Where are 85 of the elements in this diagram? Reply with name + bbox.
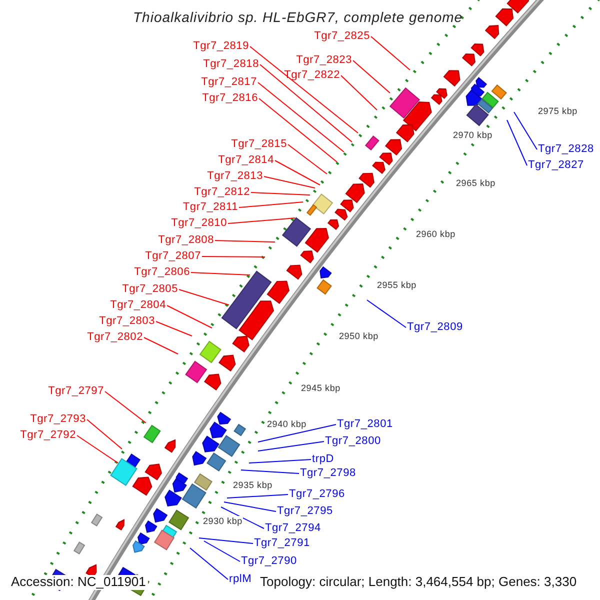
- leader-line: [240, 470, 300, 474]
- gene-label: rplM: [229, 573, 252, 586]
- scale-label: 2975 kbp: [537, 106, 578, 116]
- gene-label: Tgr7_2802: [87, 331, 143, 344]
- leader-line: [178, 289, 230, 306]
- leader-line: [260, 64, 352, 142]
- leader-line: [190, 548, 228, 580]
- leader-line: [258, 424, 336, 442]
- leader-line: [250, 46, 358, 134]
- leader-line: [264, 176, 316, 188]
- leader-line: [86, 419, 122, 450]
- gene-label: Tgr7_2793: [30, 413, 86, 426]
- leader-line: [238, 202, 304, 208]
- gene-label: Tgr7_2804: [110, 299, 166, 312]
- gene-label: Tgr7_2800: [325, 435, 381, 448]
- gene-label: Tgr7_2828: [538, 143, 594, 156]
- leader-line: [224, 502, 276, 512]
- scale-label: 2970 kbp: [452, 130, 494, 140]
- gene-label: Tgr7_2794: [265, 522, 321, 535]
- scale-label: 2965 kbp: [455, 178, 496, 188]
- leader-line: [340, 75, 378, 110]
- leader-line: [166, 305, 212, 328]
- gene-label: Tgr7_2806: [134, 266, 190, 279]
- gene-label: Tgr7_2792: [20, 429, 76, 442]
- leader-line: [220, 506, 264, 529]
- leader-line: [258, 82, 344, 152]
- gene-label: Tgr7_2803: [99, 315, 155, 328]
- leader-line: [288, 144, 328, 174]
- genome-info: Topology: circular; Length: 3,464,554 bp; Genes: 3,330: [258, 575, 579, 590]
- leader-line: [104, 391, 146, 424]
- gene-label: Tgr7_2801: [337, 418, 393, 431]
- leader-line: [204, 540, 240, 562]
- scale-label: 2935 kbp: [232, 480, 274, 490]
- gene-label: Tgr7_2814: [218, 154, 274, 167]
- gene-label: trpD: [312, 453, 334, 466]
- leader-line: [202, 256, 266, 258]
- gene-label: Tgr7_2818: [203, 58, 259, 71]
- leader-line: [228, 218, 296, 224]
- gene-label: Tgr7_2816: [202, 92, 258, 105]
- gene-label: Tgr7_2825: [314, 30, 370, 43]
- leader-line: [250, 192, 310, 196]
- gene-label: Tgr7_2790: [241, 555, 297, 568]
- gene-label: Tgr7_2817: [201, 76, 257, 89]
- leader-line: [190, 272, 250, 276]
- gene-label: Tgr7_2812: [194, 186, 250, 199]
- leader-line: [226, 494, 288, 498]
- leader-line: [214, 240, 276, 242]
- gene-label: Tgr7_2807: [145, 250, 201, 263]
- leader-line: [76, 435, 118, 464]
- diagram-title: Thioalkalivibrio sp. HL-EbGR7, complete genome: [133, 9, 463, 25]
- leader-line: [506, 120, 528, 166]
- leader-line: [198, 538, 254, 544]
- gene-label: Tgr7_2810: [171, 217, 227, 230]
- gene-label: Tgr7_2815: [231, 138, 287, 151]
- leader-line: [248, 459, 312, 464]
- gene-label: Tgr7_2791: [254, 537, 310, 550]
- leader-line: [274, 160, 320, 186]
- leader-line: [352, 60, 390, 94]
- scale-label: 2950 kbp: [338, 331, 380, 342]
- gene-label: Tgr7_2823: [296, 54, 352, 67]
- scale-label: 2960 kbp: [415, 229, 456, 240]
- gene-label: Tgr7_2796: [289, 488, 345, 501]
- scale-label: 2955 kbp: [376, 280, 418, 290]
- gene-label: Tgr7_2809: [407, 321, 463, 334]
- leader-line: [258, 98, 338, 162]
- scale-label: 2940 kbp: [266, 419, 308, 430]
- gene-label: Tgr7_2822: [284, 69, 340, 82]
- gene-label: Tgr7_2811: [182, 201, 238, 214]
- gene-label: Tgr7_2827: [528, 159, 584, 172]
- gene-label: Tgr7_2805: [122, 283, 178, 296]
- gene-label: Tgr7_2819: [193, 40, 249, 53]
- gene-label: Tgr7_2798: [300, 467, 356, 480]
- leader-line: [370, 36, 410, 70]
- leader-line: [156, 321, 192, 336]
- scale-label: 2945 kbp: [300, 383, 342, 394]
- scale-label: 2930 kbp: [202, 516, 244, 526]
- leader-line: [258, 441, 324, 452]
- gene-label: Tgr7_2813: [207, 170, 263, 183]
- leader-line: [514, 112, 538, 150]
- genome-info: Accession: NC_011901: [9, 575, 148, 590]
- leader-line: [144, 337, 178, 354]
- gene-label: Tgr7_2797: [48, 385, 104, 398]
- gene-label: Tgr7_2795: [277, 505, 333, 518]
- gene-label: Tgr7_2808: [158, 234, 214, 247]
- leader-line: [366, 300, 406, 328]
